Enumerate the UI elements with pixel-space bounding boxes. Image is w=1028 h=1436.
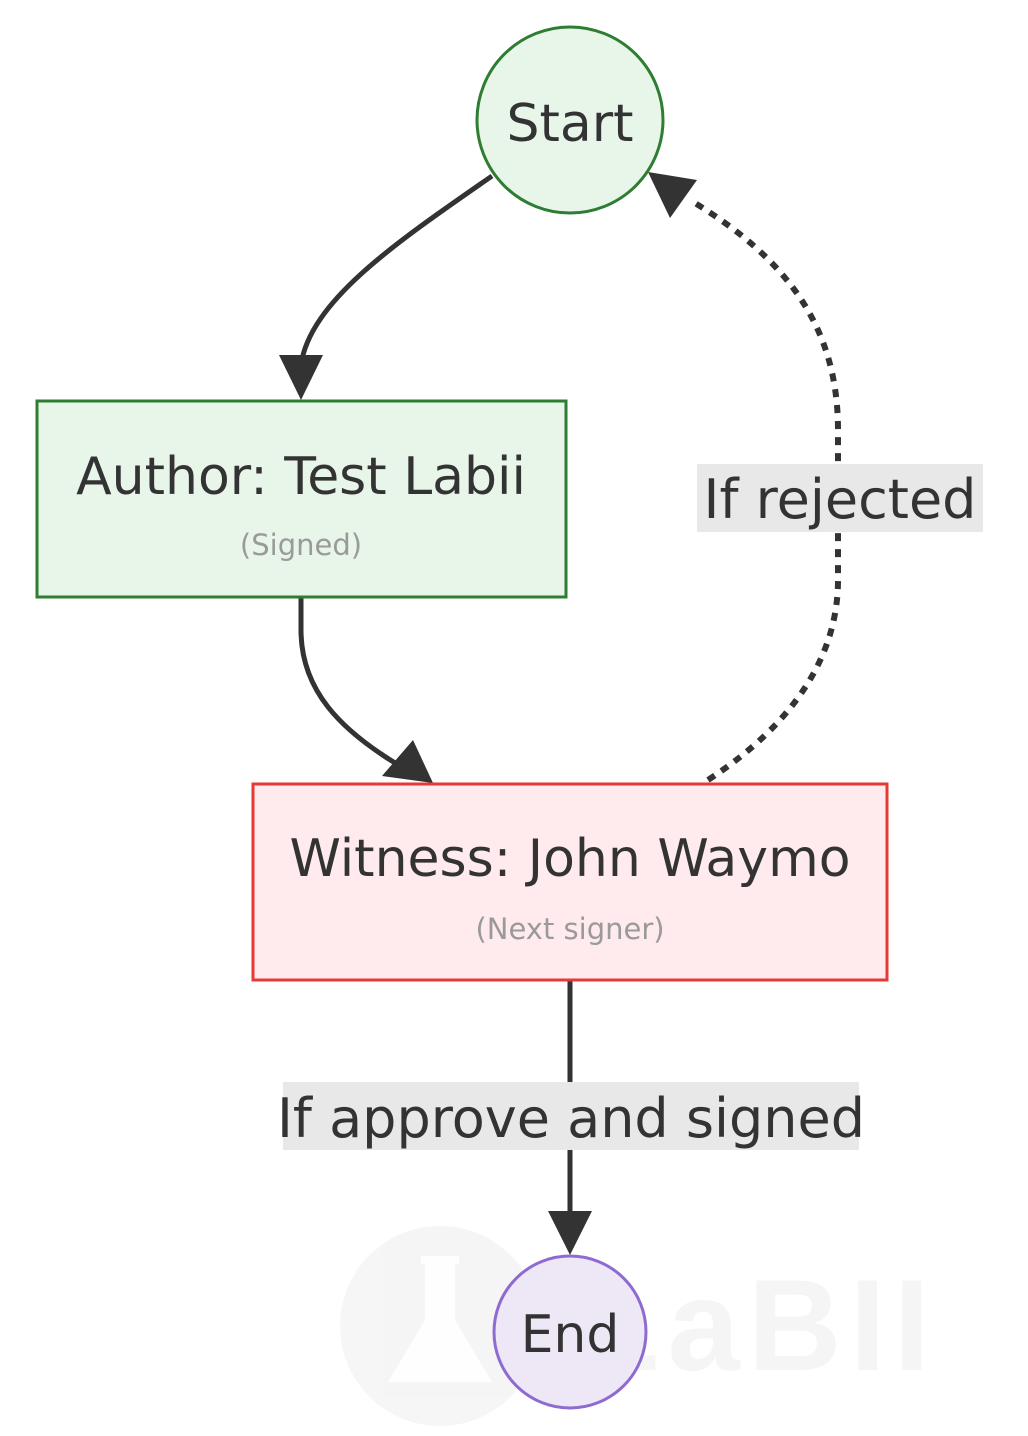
- node-author: Author: Test Labii (Signed): [35, 399, 568, 599]
- watermark-circle: [340, 1226, 540, 1426]
- arrowhead-witness: [382, 740, 433, 783]
- edge-label-rejected-bg: [697, 464, 983, 532]
- node-start: Start: [475, 25, 665, 215]
- node-end-shape: [492, 1254, 648, 1410]
- edge-witness-to-start: [688, 197, 841, 783]
- node-witness-shape: [251, 782, 889, 982]
- node-witness: Witness: John Waymo (Next signer): [251, 782, 889, 982]
- node-end-label: End: [521, 1305, 620, 1365]
- node-start-shape: [475, 25, 665, 215]
- edge-label-approved-text: If approve and signed: [277, 1087, 865, 1150]
- flask-icon: [388, 1256, 492, 1382]
- edge-label-rejected: If rejected: [697, 464, 983, 532]
- arrowhead-end: [548, 1211, 592, 1255]
- edges: [279, 172, 841, 1255]
- arrowhead-start: [648, 172, 697, 218]
- node-author-shape: [35, 399, 568, 599]
- watermark: LaBII: [340, 1226, 930, 1426]
- edge-author-to-witness: [298, 598, 402, 769]
- edge-start-to-author: [298, 173, 494, 366]
- node-witness-sublabel: (Next signer): [475, 912, 664, 946]
- arrowhead-author: [279, 355, 323, 400]
- node-end: End: [492, 1254, 648, 1410]
- edge-label-approved-bg: [283, 1082, 859, 1150]
- node-witness-label: Witness: John Waymo: [289, 829, 850, 889]
- node-author-sublabel: (Signed): [240, 528, 362, 562]
- node-author-label: Author: Test Labii: [76, 447, 526, 507]
- node-start-label: Start: [506, 94, 633, 154]
- edge-label-approved: If approve and signed: [277, 1082, 865, 1150]
- edge-label-rejected-text: If rejected: [704, 468, 977, 531]
